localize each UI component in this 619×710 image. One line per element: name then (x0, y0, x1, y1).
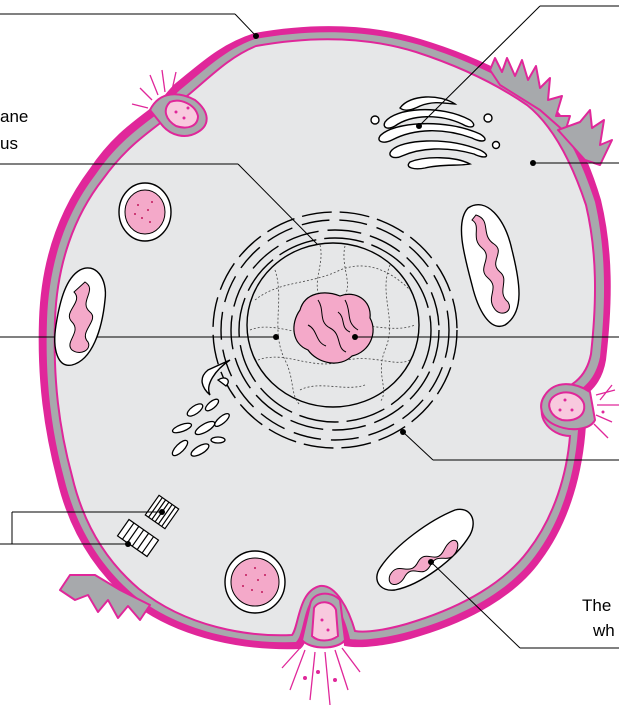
label-membrane-fragment: ane (0, 107, 28, 126)
label-mito-line2: wh (592, 621, 615, 640)
lysosome (225, 551, 285, 613)
lysosome (119, 183, 171, 241)
label-mito-line1: The (582, 596, 611, 615)
pointer-dot (253, 33, 259, 39)
label-nucleus-fragment: us (0, 134, 18, 153)
